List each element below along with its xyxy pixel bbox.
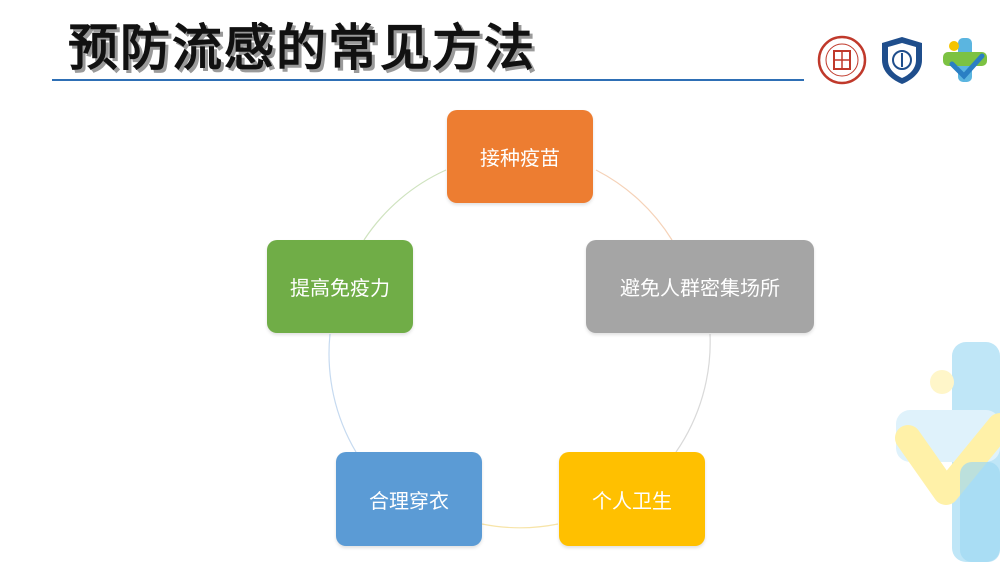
health-cross-icon — [943, 38, 987, 82]
cycle-node-label: 合理穿衣 — [369, 488, 449, 513]
cycle-node-label: 个人卫生 — [592, 488, 672, 513]
cycle-node-label: 接种疫苗 — [480, 146, 560, 170]
cycle-node-label: 避免人群密集场所 — [620, 276, 780, 300]
cycle-node-boost-immunity: 提高免疫力 — [267, 240, 413, 333]
decorative-health-shape — [895, 342, 1000, 562]
title-underline — [52, 79, 804, 81]
cycle-node-label: 提高免疫力 — [290, 276, 390, 300]
cycle-node-vaccination: 接种疫苗 — [447, 110, 593, 203]
slide-title: 预防流感的常见方法 — [68, 19, 536, 77]
fudan-university-seal-icon — [817, 35, 867, 85]
cycle-node-avoid-crowds: 避免人群密集场所 — [586, 240, 814, 333]
institution-logos — [816, 34, 992, 86]
cycle-node-proper-clothing: 合理穿衣 — [336, 452, 482, 546]
hospital-shield-icon — [882, 37, 922, 84]
cycle-node-personal-hygiene: 个人卫生 — [559, 452, 705, 546]
